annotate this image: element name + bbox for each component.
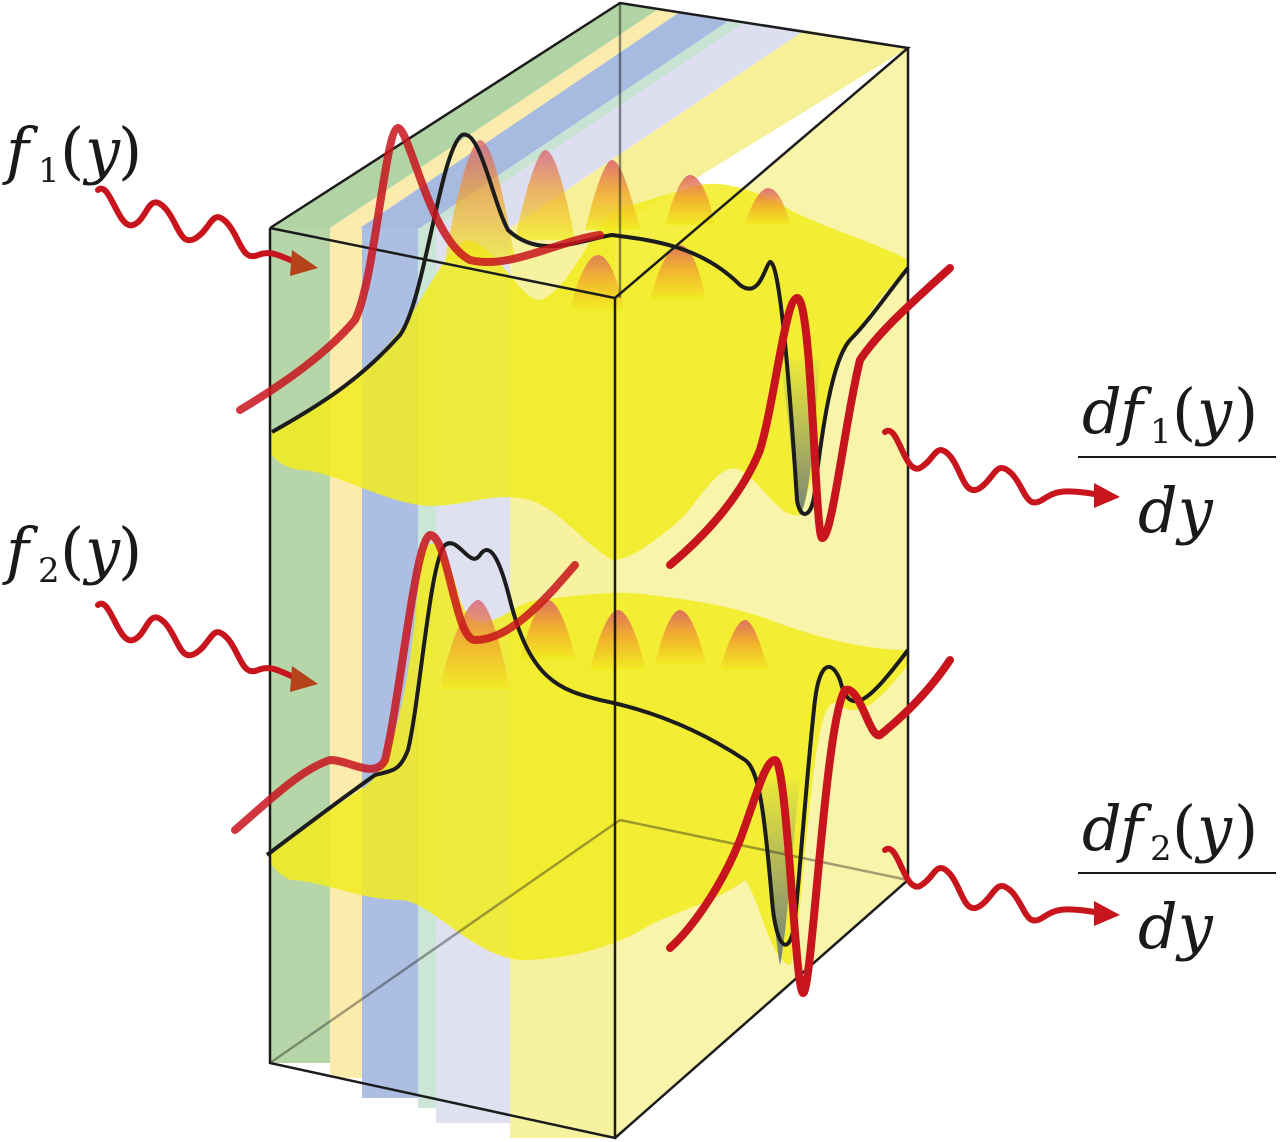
wavy-arrow-in-1 [95, 185, 303, 267]
label-output-1-d: d [1082, 375, 1122, 448]
upper-peak-2 [515, 150, 575, 240]
label-input-1-sub: 1 [38, 151, 60, 191]
label-input-1-var: y [82, 114, 121, 187]
upper-peak-4 [665, 175, 715, 225]
label-input-2-var: y [82, 514, 121, 587]
arrow-head-in-2 [290, 666, 318, 692]
label-output-1-den: dy [1138, 474, 1214, 547]
label-input-1-lparen: ( [60, 114, 84, 187]
label-input-1: f 1 ( y ) [2, 114, 142, 191]
label-output-1-lparen: ( [1172, 375, 1196, 448]
label-input-2: f 2 ( y ) [2, 514, 142, 591]
input-pulse-2 [231, 531, 579, 834]
label-output-2: d f 2 ( y ) dy [1078, 792, 1276, 963]
wavy-arrow-out-1 [882, 427, 1103, 506]
edge-top-right [269, 1, 911, 299]
label-output-1-fn: f [1116, 375, 1153, 448]
lower-profile-line [265, 541, 910, 947]
label-output-1-rparen: ) [1234, 375, 1258, 448]
signal-beams [231, 124, 954, 998]
lower-wave-surface [265, 541, 910, 965]
wavy-arrow-in-2 [95, 600, 303, 683]
lower-peak-2 [520, 600, 576, 660]
lower-peak-5 [720, 620, 768, 670]
output-pulse-2 [666, 656, 954, 998]
label-output-2-den: dy [1138, 890, 1214, 963]
upper-profile-line [271, 132, 910, 516]
edge-back-right-bottom [619, 818, 909, 882]
lower-peak-3 [590, 610, 646, 670]
label-input-2-lparen: ( [60, 514, 84, 587]
front-layer-yellow-light [330, 228, 362, 1078]
label-input-2-fn: f [2, 514, 39, 587]
top-layer-blue [360, 12, 730, 228]
upper-peak-6 [650, 245, 706, 300]
arrow-head-in-1 [290, 250, 318, 276]
edge-back-bottom [269, 818, 621, 1065]
arrow-head-out-1 [1094, 483, 1120, 508]
label-output-1: d f 1 ( y ) dy [1078, 375, 1276, 547]
top-layer-mint [420, 20, 745, 228]
label-output-2-lparen: ( [1172, 792, 1196, 865]
label-input-2-sub: 2 [38, 551, 60, 591]
top-layer-green [270, 3, 660, 228]
label-input-1-fn: f [2, 114, 39, 187]
label-input-1-rparen: ) [118, 114, 142, 187]
lower-peak-1 [440, 600, 510, 690]
wavy-arrows [95, 185, 1103, 924]
label-output-2-sub: 2 [1150, 829, 1172, 869]
label-output-2-rparen: ) [1234, 792, 1258, 865]
upper-peak-3 [585, 160, 640, 230]
label-output-2-fn: f [1116, 792, 1153, 865]
label-output-1-var: y [1194, 375, 1233, 448]
input-pulse-1 [236, 124, 604, 414]
label-output-1-sub: 1 [1150, 412, 1172, 452]
output-pulse-1 [666, 264, 954, 569]
wavy-arrow-out-2 [882, 845, 1103, 924]
upper-peak-1 [445, 140, 515, 260]
upper-peak-5 [745, 188, 790, 225]
arrow-heads [290, 250, 1120, 926]
label-input-2-rparen: ) [118, 514, 142, 587]
arrow-head-out-2 [1094, 901, 1120, 926]
label-output-2-var: y [1194, 792, 1233, 865]
lower-peak-4 [655, 610, 706, 665]
label-output-2-d: d [1082, 792, 1122, 865]
